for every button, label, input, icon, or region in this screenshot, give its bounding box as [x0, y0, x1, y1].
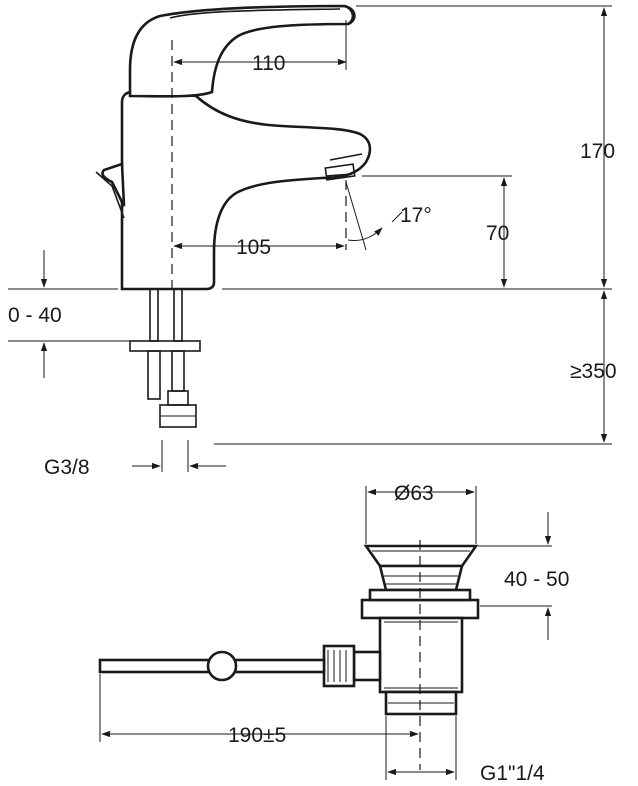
label-waste-height: 40 - 50: [504, 568, 569, 591]
dim-height-total: [356, 5, 612, 288]
label-rod-length: 190±5: [228, 724, 286, 747]
label-height-total: 170: [580, 140, 615, 163]
faucet-body: [95, 4, 372, 428]
dim-deck-thickness: [8, 250, 130, 378]
waste-assembly: [98, 540, 480, 770]
label-clearance: ≥350: [570, 360, 617, 383]
label-outlet-offset: 105: [236, 236, 271, 259]
label-outlet-height: 70: [486, 222, 509, 245]
dim-outlet-height: [362, 175, 512, 288]
dim-connection-thread: [132, 440, 226, 472]
label-connection-thread: G3/8: [44, 456, 90, 479]
label-waste-diameter: Ø63: [394, 482, 434, 505]
label-spray-angle: 17°: [400, 204, 432, 227]
spray-angle-lines: [345, 180, 403, 251]
dim-waste-diameter: [365, 486, 477, 544]
label-deck-thickness: 0 - 40: [8, 304, 62, 327]
dim-waste-height: [478, 512, 552, 640]
label-waste-thread: G1"1/4: [480, 762, 545, 785]
label-spout-reach: 110: [252, 52, 285, 75]
dim-waste-thread: [385, 716, 457, 780]
dim-rod-length: [99, 674, 419, 742]
dim-spout-reach: [173, 20, 347, 70]
